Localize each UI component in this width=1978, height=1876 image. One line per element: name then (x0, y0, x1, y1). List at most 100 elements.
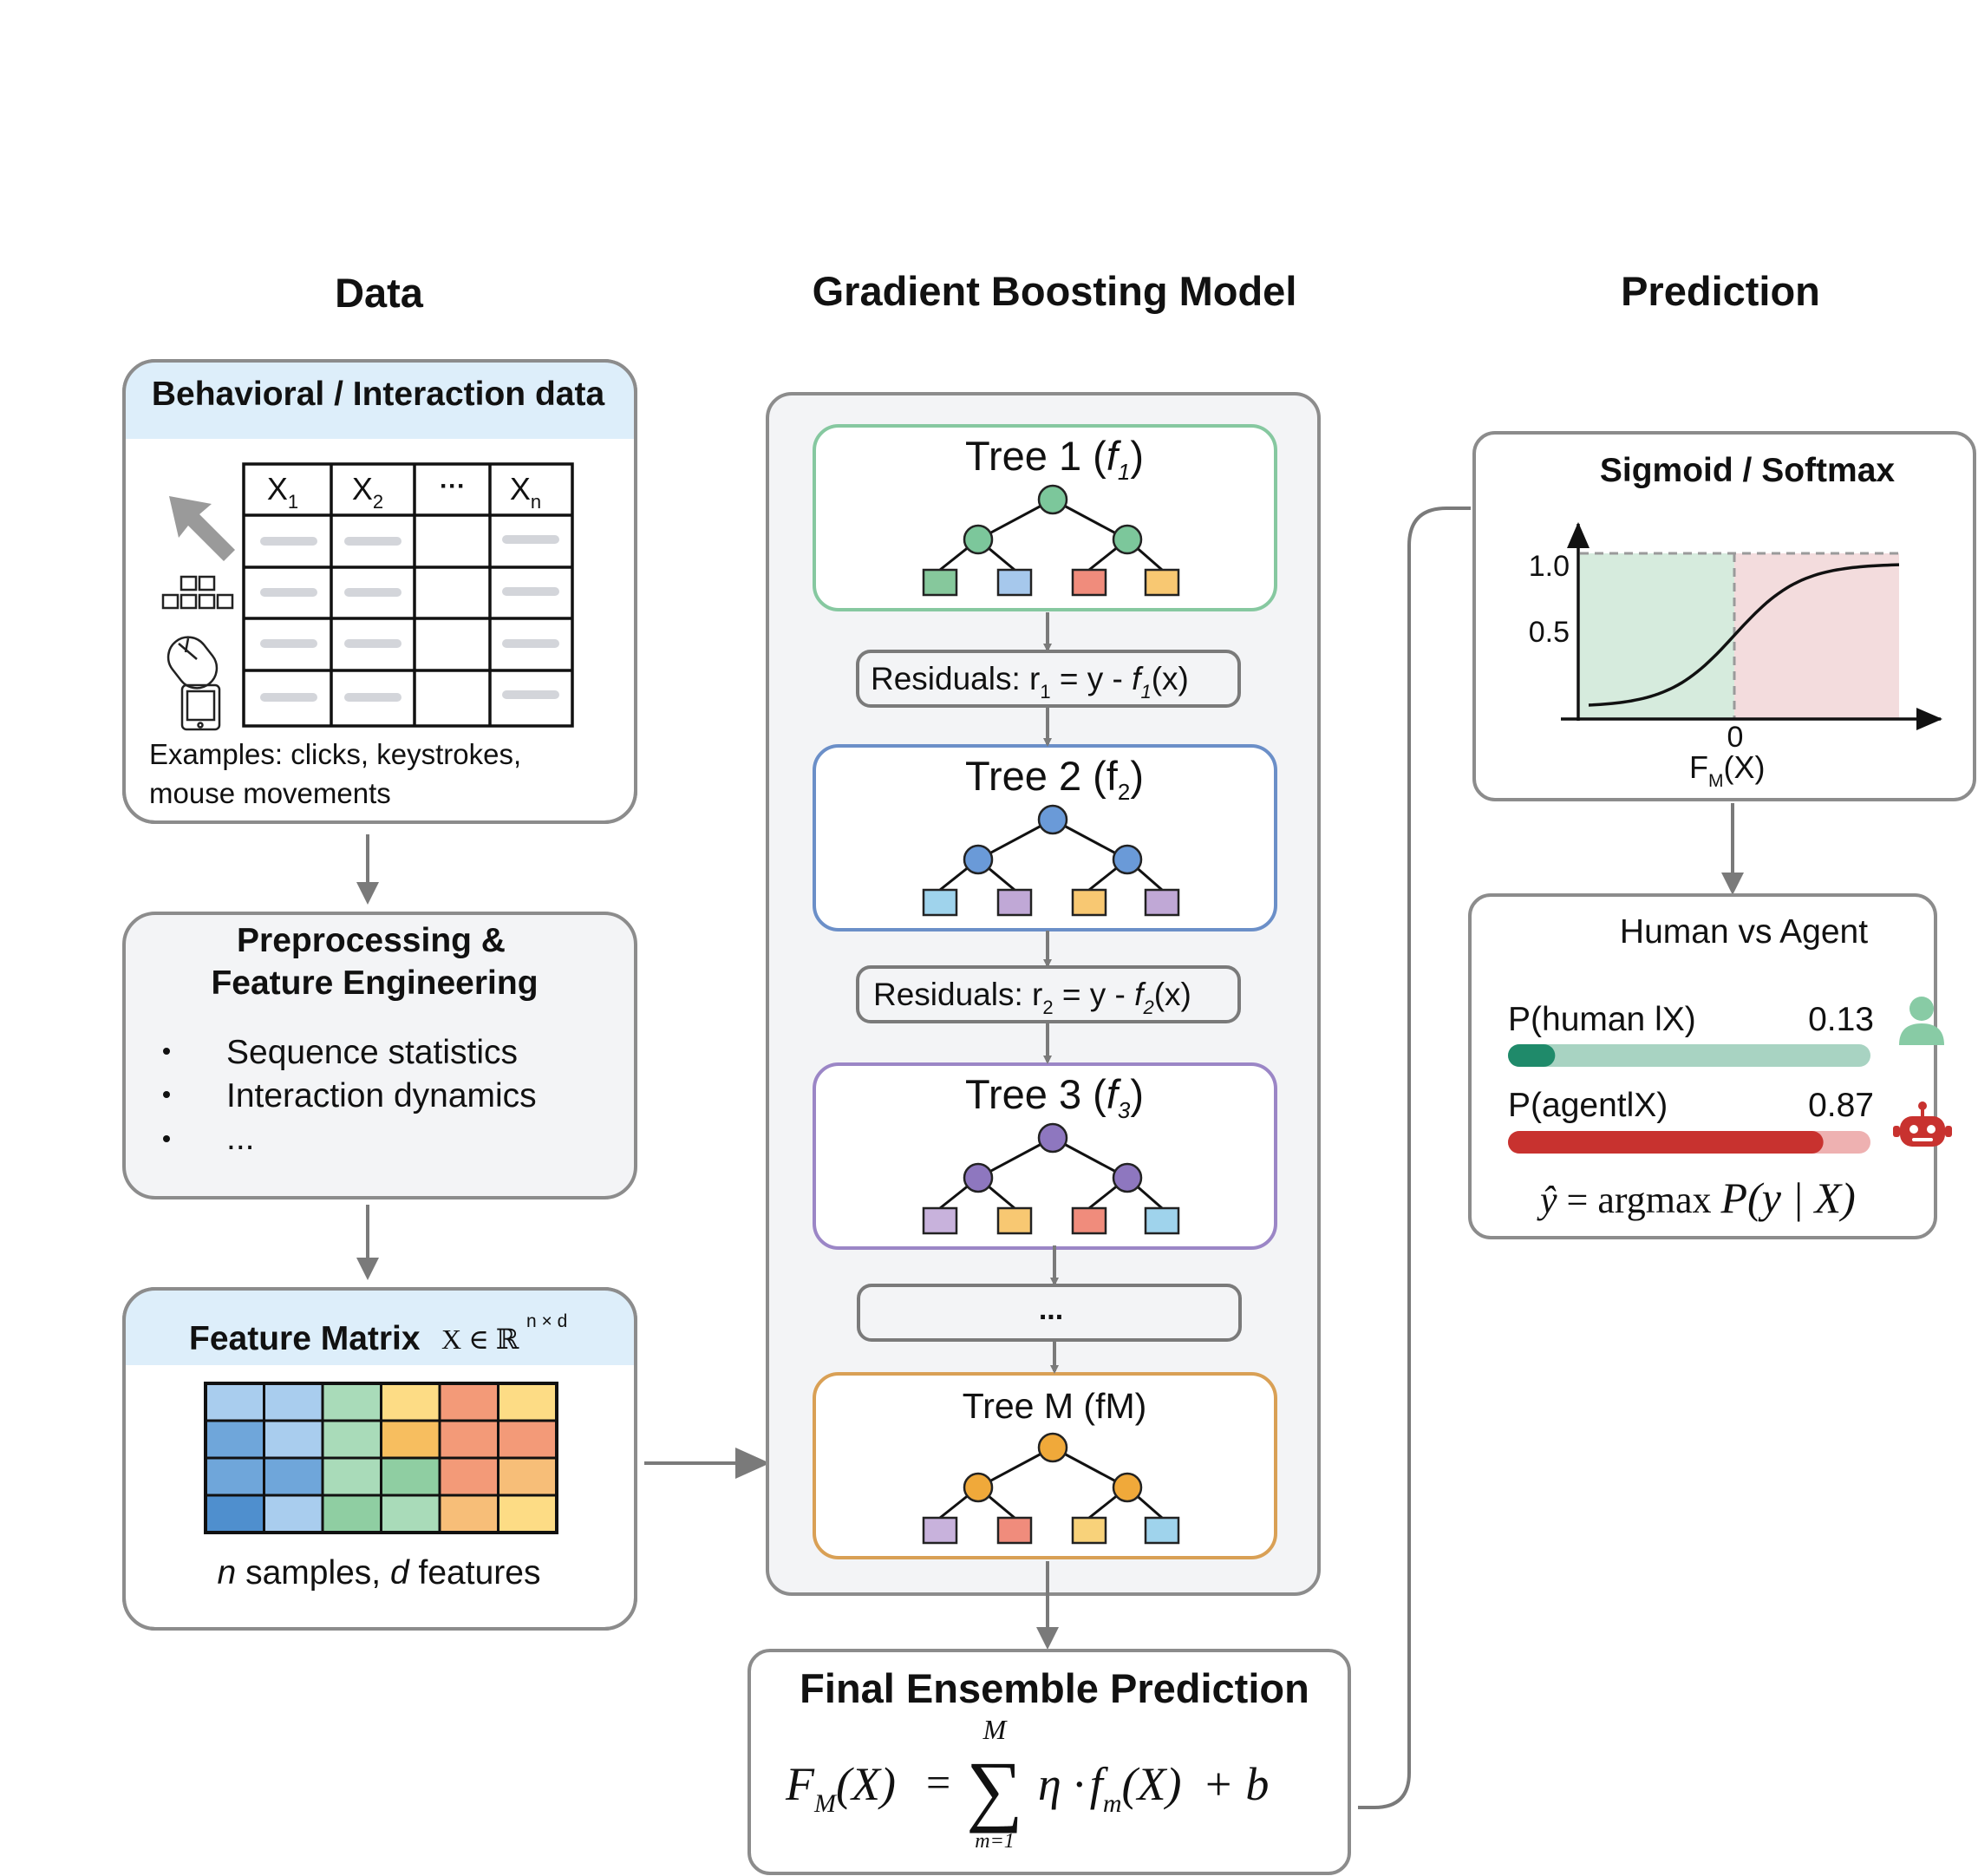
human-prob-bar (1508, 1044, 1556, 1067)
tree-node (963, 844, 994, 875)
sum-lower-limit: m=1 (975, 1830, 1015, 1853)
y-tick-label: 1.0 (1529, 550, 1570, 583)
person-icon (1899, 997, 1944, 1045)
sigmoid-curve (1588, 563, 1900, 707)
tree-card-4: Tree M (fM) (813, 1372, 1277, 1559)
matrix-cell (497, 1494, 558, 1534)
matrix-cell (263, 1419, 324, 1460)
tree-leaf (1144, 568, 1180, 597)
matrix-cell (438, 1382, 499, 1422)
matrix-cell (204, 1494, 265, 1534)
matrix-cell (380, 1382, 441, 1422)
feature-matrix-superscript: n × d (526, 1311, 567, 1331)
human-prob-track (1508, 1044, 1870, 1067)
behavior-data-card: Behavioral / Interaction data X1 X2 ··· … (122, 359, 637, 824)
feature-matrix-title: Feature Matrix (189, 1320, 421, 1357)
tree-node (1112, 844, 1143, 875)
tree-leaf (1144, 888, 1180, 917)
matrix-cell (497, 1382, 558, 1422)
examples-text: mouse movements (149, 777, 391, 809)
tree-leaf (922, 1516, 958, 1545)
tree-leaf (1144, 1206, 1180, 1235)
tree-card-3: Tree 3 (f3) (813, 1062, 1277, 1250)
x-axis-label: FM(X) (1689, 749, 1766, 791)
matrix-cell (380, 1494, 441, 1534)
behavior-title: Behavioral / Interaction data (152, 376, 605, 413)
cursor-arrow-icon (169, 496, 235, 561)
tree-border (813, 1062, 1277, 1250)
sigmoid-card: Sigmoid / Softmax 1.0 0.5 0 FM(X) (1472, 431, 1976, 801)
preprocessing-card: Preprocessing & Feature Engineering Sequ… (122, 912, 637, 1199)
residual-box-2: Residuals: r2 = y - f2(x) (856, 965, 1241, 1023)
tree-node (1037, 804, 1068, 835)
bullet-dot (163, 1091, 170, 1098)
y-tick-label: 0.5 (1529, 616, 1570, 649)
formula-equals: = (926, 1758, 950, 1807)
tree-leaf (922, 1206, 958, 1235)
tree-node (1112, 524, 1143, 555)
tree-leaf (996, 888, 1033, 917)
residual-formula: Residuals: r2 = y - f2(x) (873, 977, 1191, 1018)
tree-node (963, 1162, 994, 1193)
tree-node (1037, 484, 1068, 515)
tablet-icon (180, 683, 221, 731)
matrix-cell (263, 1456, 324, 1497)
tree-leaf (1071, 568, 1107, 597)
human-label: P(human lX) (1508, 1001, 1696, 1038)
tree-leaf (996, 1206, 1033, 1235)
tree-leaf (922, 568, 958, 597)
tree-leaf (1071, 1206, 1107, 1235)
sigmoid-title: Sigmoid / Softmax (1600, 452, 1896, 489)
residual-formula: Residuals: r1 = y - f1(x) (871, 661, 1189, 703)
header-prediction: Prediction (1621, 268, 1820, 314)
feature-matrix-caption: n samples, d features (218, 1554, 541, 1592)
agent-prob-bar (1508, 1131, 1824, 1154)
matrix-cell (321, 1494, 382, 1534)
sum-sign: ∑ (966, 1745, 1023, 1834)
tree-card-2: Tree 2 (f2) (813, 744, 1277, 931)
ensemble-card: Final Ensemble Prediction FM(X) = M ∑ m=… (747, 1649, 1351, 1875)
tree-node (1037, 1122, 1068, 1154)
tree-node (963, 1472, 994, 1503)
formula-rhs: η ·fm(X)+ b (1038, 1758, 1269, 1818)
header-data: Data (335, 270, 424, 316)
examples-text: Examples: clicks, keystrokes, (149, 738, 521, 770)
tree-card-1: Tree 1 (f1) (813, 424, 1277, 611)
bullet-item: ... (226, 1120, 255, 1157)
formula-lhs: FM(X) (785, 1758, 896, 1818)
matrix-cell (497, 1456, 558, 1497)
matrix-cell (380, 1419, 441, 1460)
agent-region (1734, 553, 1899, 719)
tree-border (813, 1372, 1277, 1559)
feature-matrix-math: X ∈ ℝ (441, 1324, 519, 1355)
ellipsis-box: ... (857, 1284, 1242, 1342)
matrix-cell (204, 1456, 265, 1497)
matrix-border (204, 1382, 558, 1534)
column-header: X1 (267, 471, 298, 513)
human-region (1580, 553, 1734, 719)
matrix-cell (321, 1419, 382, 1460)
bullet-item: Interaction dynamics (226, 1077, 537, 1114)
ellipsis-text: ... (1039, 1293, 1063, 1326)
tree-title: Tree 2 (f2) (965, 753, 1144, 805)
trees-group: Tree 1 (f1) Tree 2 (f2) Tree 3 (f3) Tree M … (813, 424, 1277, 1559)
agent-value: 0.87 (1808, 1087, 1874, 1124)
column-header: ··· (440, 472, 466, 500)
human-value: 0.13 (1808, 1001, 1874, 1038)
tree-node (1112, 1162, 1143, 1193)
tree-leaf (996, 568, 1033, 597)
x-tick-label: 0 (1727, 721, 1744, 754)
matrix-cell (497, 1419, 558, 1460)
interaction-table: X1 X2 ··· Xn (242, 462, 574, 728)
tree-node (1037, 1432, 1068, 1463)
sum-upper-limit: M (982, 1714, 1009, 1745)
matrix-cell (204, 1419, 265, 1460)
tree-border (813, 424, 1277, 611)
bullet-dot (163, 1135, 170, 1142)
ensemble-title: Final Ensemble Prediction (800, 1665, 1309, 1711)
column-header: X2 (352, 471, 383, 513)
tree-leaf (996, 1516, 1033, 1545)
feature-matrix-grid (204, 1382, 558, 1534)
bullet-item: Sequence statistics (226, 1034, 518, 1071)
matrix-cell (438, 1494, 499, 1534)
